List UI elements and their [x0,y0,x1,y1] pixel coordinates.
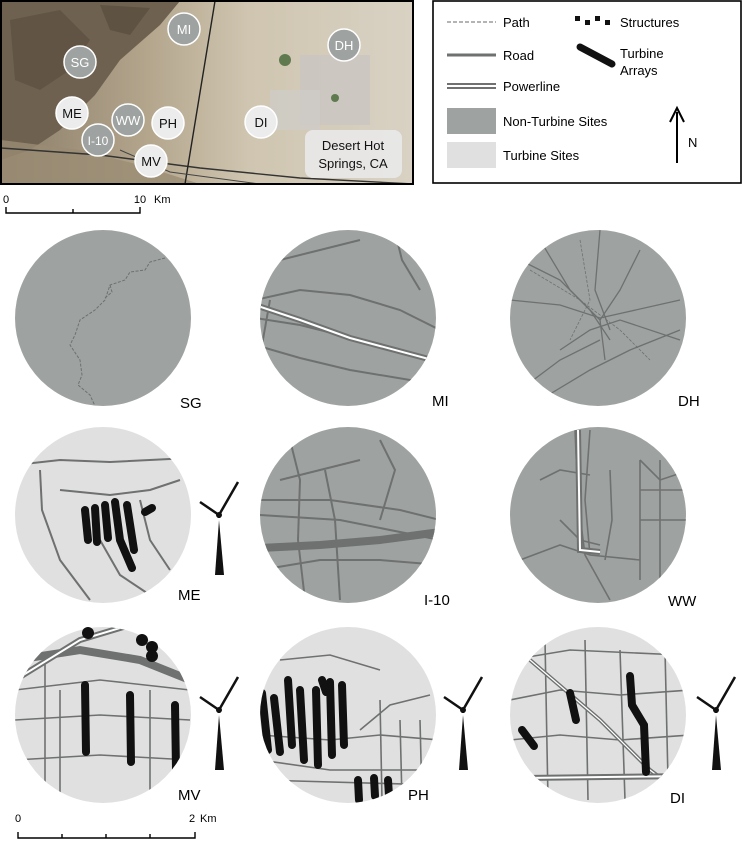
site-marker-label: I-10 [88,134,109,148]
wind-turbine-icon [199,676,240,770]
site-panel-label: DH [678,393,700,410]
structures [82,627,158,662]
legend-path-label: Path [503,15,530,30]
site-marker-label: PH [159,116,177,131]
site-marker-label: DI [255,115,268,130]
svg-text:Desert Hot: Desert Hot [322,138,385,153]
site-marker-label: MI [177,22,191,37]
site-panel-label: I-10 [424,592,450,609]
town-label: Desert Hot Springs, CA [305,130,402,178]
legend-non-turbine-label: Non-Turbine Sites [503,114,608,129]
legend: Path Road Powerline Non-Turbine Sites Tu… [432,0,742,184]
legend-structures-label: Structures [620,15,680,30]
site-panel-label: MV [178,787,201,804]
site-marker-WW: WW [111,103,145,137]
site-panel-DH: DH [510,230,700,410]
site-panel-ME: ME [15,427,240,604]
site-marker-label: SG [71,55,90,70]
site-panel-SG: SG [15,230,202,412]
scale-end-label: 2 [189,813,195,825]
site-panel-label: WW [668,593,697,610]
north-label: N [688,135,697,150]
wind-turbine-icon [443,676,484,770]
site-panel-DI: DI [510,627,737,807]
site-panel-WW: WW [510,427,697,610]
site-marker-DI: DI [244,105,278,139]
legend-structures-symbol [575,16,610,25]
site-panel-label: MI [432,393,449,410]
turbine-arrays [81,498,156,572]
site-panel-MI: MI [260,230,449,410]
site-marker-DH: DH [327,28,361,62]
site-marker-I-10: I-10 [81,123,115,157]
site-panel-label: SG [180,395,202,412]
scale-unit-label: Km [154,194,171,206]
svg-text:Springs, CA: Springs, CA [318,156,388,171]
site-marker-PH: PH [151,106,185,140]
site-panel-label: PH [408,787,429,804]
turbine-arrays [518,672,650,776]
turbine-arrays [81,681,180,774]
highway [260,528,436,552]
overview-scale-bar: 0 10 Km [3,194,171,214]
scale-start-label: 0 [15,813,21,825]
site-panel-label: DI [670,790,685,807]
legend-powerline-label: Powerline [503,79,560,94]
powerline [575,429,601,555]
legend-turbine-array-symbol [576,43,616,68]
svg-text:Arrays: Arrays [620,63,658,78]
site-marker-MI: MI [167,12,201,46]
wind-turbine-icon [696,676,737,770]
site-marker-label: WW [116,113,141,128]
legend-turbine-arrays-label: Turbine [620,46,664,61]
highway [15,645,191,684]
legend-turbine-swatch [447,142,496,168]
powerline [15,627,131,683]
overview-map: MI SG DH ME WW PH I-10 DI [0,0,414,185]
north-arrow-icon [669,105,685,163]
site-marker-label: DH [335,38,354,53]
turbine-arrays [260,676,393,803]
site-panel-label: ME [178,587,201,604]
powerline [260,302,436,365]
wind-turbine-icon [199,481,240,575]
site-marker-MV: MV [134,144,168,178]
legend-road-label: Road [503,48,534,63]
site-scale-bar: 0 2 Km [15,813,217,839]
site-marker-SG: SG [63,45,97,79]
site-panel-PH: PH [260,627,484,804]
site-marker-label: MV [141,154,161,169]
legend-non-turbine-swatch [447,108,496,134]
scale-end-label: 10 [134,194,146,206]
site-panel-I-10: I-10 [260,427,450,609]
site-panel-MV: MV [15,627,240,804]
legend-turbine-label: Turbine Sites [503,148,580,163]
site-marker-ME: ME [55,96,89,130]
site-marker-label: ME [62,106,82,121]
scale-unit-label: Km [200,813,217,825]
scale-start-label: 0 [3,194,9,206]
